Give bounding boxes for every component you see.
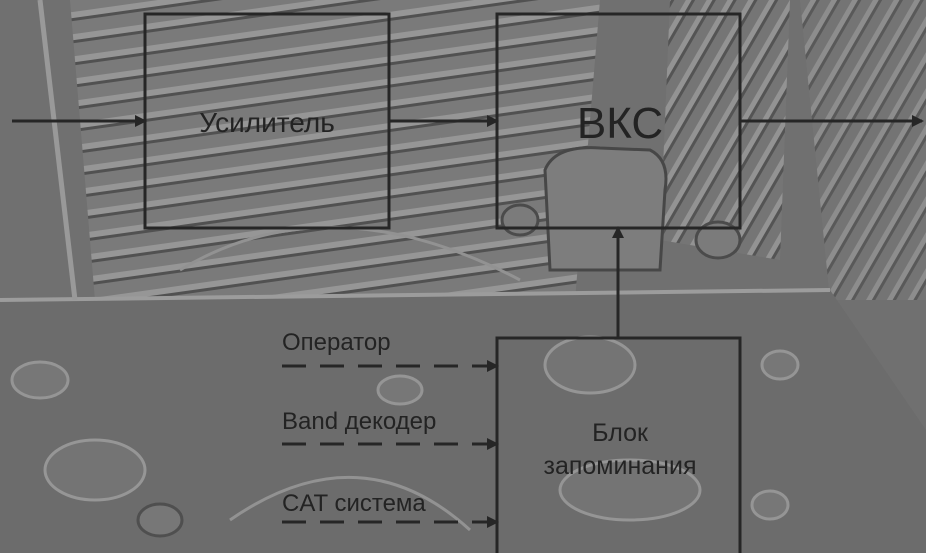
- operator-label: Оператор: [282, 329, 391, 356]
- background-bracket: [545, 148, 666, 270]
- vks-label: ВКС: [577, 99, 663, 148]
- band-decoder-label: Band декодер: [282, 408, 436, 435]
- background-hole-3: [138, 504, 182, 536]
- memory-label-line1: Блок: [592, 419, 649, 447]
- cat-system-label: CAT система: [282, 490, 426, 517]
- background-hole-5: [545, 337, 635, 393]
- amplifier-label: Усилитель: [199, 107, 335, 138]
- background-screw-1: [502, 205, 538, 235]
- background-hole-7: [752, 491, 788, 519]
- memory-label-line2: запоминания: [544, 452, 697, 480]
- background-hole-6: [762, 351, 798, 379]
- background-hole-4: [378, 376, 422, 404]
- background-fins-right: [660, 0, 790, 260]
- background-hole-2: [45, 440, 145, 500]
- background-fins-left: [70, 0, 600, 300]
- background-hole-1: [12, 362, 68, 398]
